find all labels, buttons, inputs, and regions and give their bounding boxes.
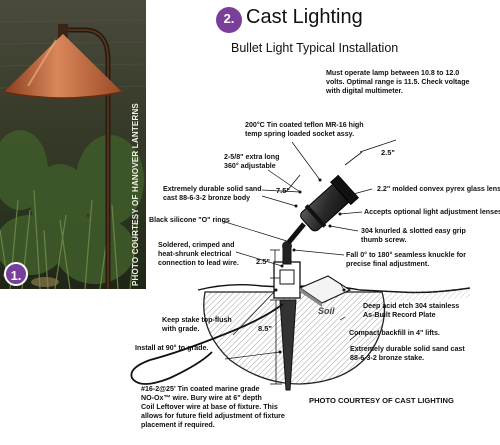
callout-line: precise final adjustment. [346, 260, 430, 268]
callout-line: #16-2@25' Tin coated marine grade [141, 385, 260, 393]
bullet-light [300, 174, 359, 232]
dimension-body-length: 7.5" [276, 186, 290, 195]
callout-line: Extremely durable solid sand cast [350, 345, 465, 353]
photo-hanover: PHOTO COURTESY OF HANOVER LANTERNS 1. [0, 0, 146, 289]
callout-line: NO-Ox™ wire. Bury wire at 6" depth [141, 394, 262, 402]
callout-line: Deep acid etch 304 stainless [363, 302, 460, 310]
callout-wire: #16-2@25' Tin coated marine grade NO-Ox™… [141, 385, 285, 430]
page-subtitle: Bullet Light Typical Installation [231, 41, 399, 55]
garden-photo [0, 0, 146, 289]
callout-line: 2.2" molded convex pyrex glass lens. [377, 185, 500, 193]
callout-line: 88-6-3-2 bronze stake. [350, 354, 425, 362]
callout-line: 200°C Tin coated teflon MR-16 high [245, 121, 364, 129]
badge-two: 2. [216, 7, 242, 33]
callout-flush: Keep stake top-flush with grade. [162, 316, 232, 334]
callout-line: Soldered, crimped and [158, 241, 235, 249]
callout-line: Fall 0° to 180° seamless knuckle for [346, 251, 467, 259]
callout-thumbscrew: 304 knurled & slotted easy grip thumb sc… [361, 227, 466, 245]
callout-soldered: Soldered, crimped and heat-shrunk electr… [158, 241, 239, 268]
courtesy-cast-lighting: PHOTO COURTESY OF CAST LIGHTING [309, 396, 454, 405]
callout-backfill: Compact backfill in 4" lifts. [349, 329, 440, 338]
callout-extension: 2-5/8" extra long 360° adjustable [224, 153, 279, 171]
callout-knuckle: Fall 0° to 180° seamless knuckle for pre… [346, 251, 466, 269]
stake-box [273, 261, 301, 299]
callout-install: Install at 90° to grade. [135, 344, 208, 353]
callout-line: Black silicone "O" rings [149, 216, 230, 224]
callout-line: Must operate lamp between 10.8 to 12.0 [326, 69, 460, 77]
callout-line: Coil Leftover wire at base of fixture. T… [141, 403, 278, 411]
badge-one: 1. [4, 262, 28, 286]
callout-line: allows for future field adjustment of fi… [141, 412, 285, 420]
callout-line: Extremely durable solid sand [163, 185, 262, 193]
callout-line: thumb screw. [361, 236, 407, 244]
callout-line: placement if required. [141, 421, 215, 429]
callout-line: with digital multimeter. [326, 87, 403, 95]
callout-adjust: Accepts optional light adjustment lenses… [364, 208, 500, 217]
callout-line: connection to lead wire. [158, 259, 239, 267]
installation-diagram [130, 139, 471, 391]
callout-line: cast 88-6-3-2 bronze body [163, 194, 251, 202]
callout-line: Install at 90° to grade. [135, 344, 209, 352]
callout-line: heat-shrunk electrical [158, 250, 232, 258]
callout-socket: 200°C Tin coated teflon MR-16 high temp … [245, 121, 364, 139]
soil-label: Soil [318, 306, 335, 316]
callout-plate: Deep acid etch 304 stainless As-Built Re… [363, 302, 459, 320]
dimension-box-height: 2.5" [256, 257, 270, 266]
callout-line: temp spring loaded socket assy. [245, 130, 355, 138]
dimension-lens-width: 2.5" [381, 148, 395, 157]
callout-line: 2-5/8" extra long [224, 153, 280, 161]
callout-line: As-Built Record Plate [363, 311, 436, 319]
callout-line: Compact backfill in 4" lifts. [349, 329, 440, 337]
callout-lens: 2.2" molded convex pyrex glass lens. [377, 185, 500, 194]
callout-stake: Extremely durable solid sand cast 88-6-3… [350, 345, 465, 363]
callout-line: 304 knurled & slotted easy grip [361, 227, 466, 235]
soil-pit [203, 291, 386, 385]
dimension-stake-depth: 8.5" [258, 324, 272, 333]
callout-line: Accepts optional light adjustment lenses… [364, 208, 500, 216]
callout-line: with grade. [162, 325, 200, 333]
callout-body: Extremely durable solid sand cast 88-6-3… [163, 185, 262, 203]
callout-operate: Must operate lamp between 10.8 to 12.0 v… [326, 69, 470, 96]
callout-line: Keep stake top-flush [162, 316, 232, 324]
callout-line: 360° adjustable [224, 162, 276, 170]
callout-line: volts. Optimal range is 11.5. Check volt… [326, 78, 470, 86]
lead-wire [130, 303, 284, 385]
page-title: Cast Lighting [246, 6, 363, 28]
stake [279, 299, 297, 391]
callout-orings: Black silicone "O" rings [149, 216, 230, 225]
